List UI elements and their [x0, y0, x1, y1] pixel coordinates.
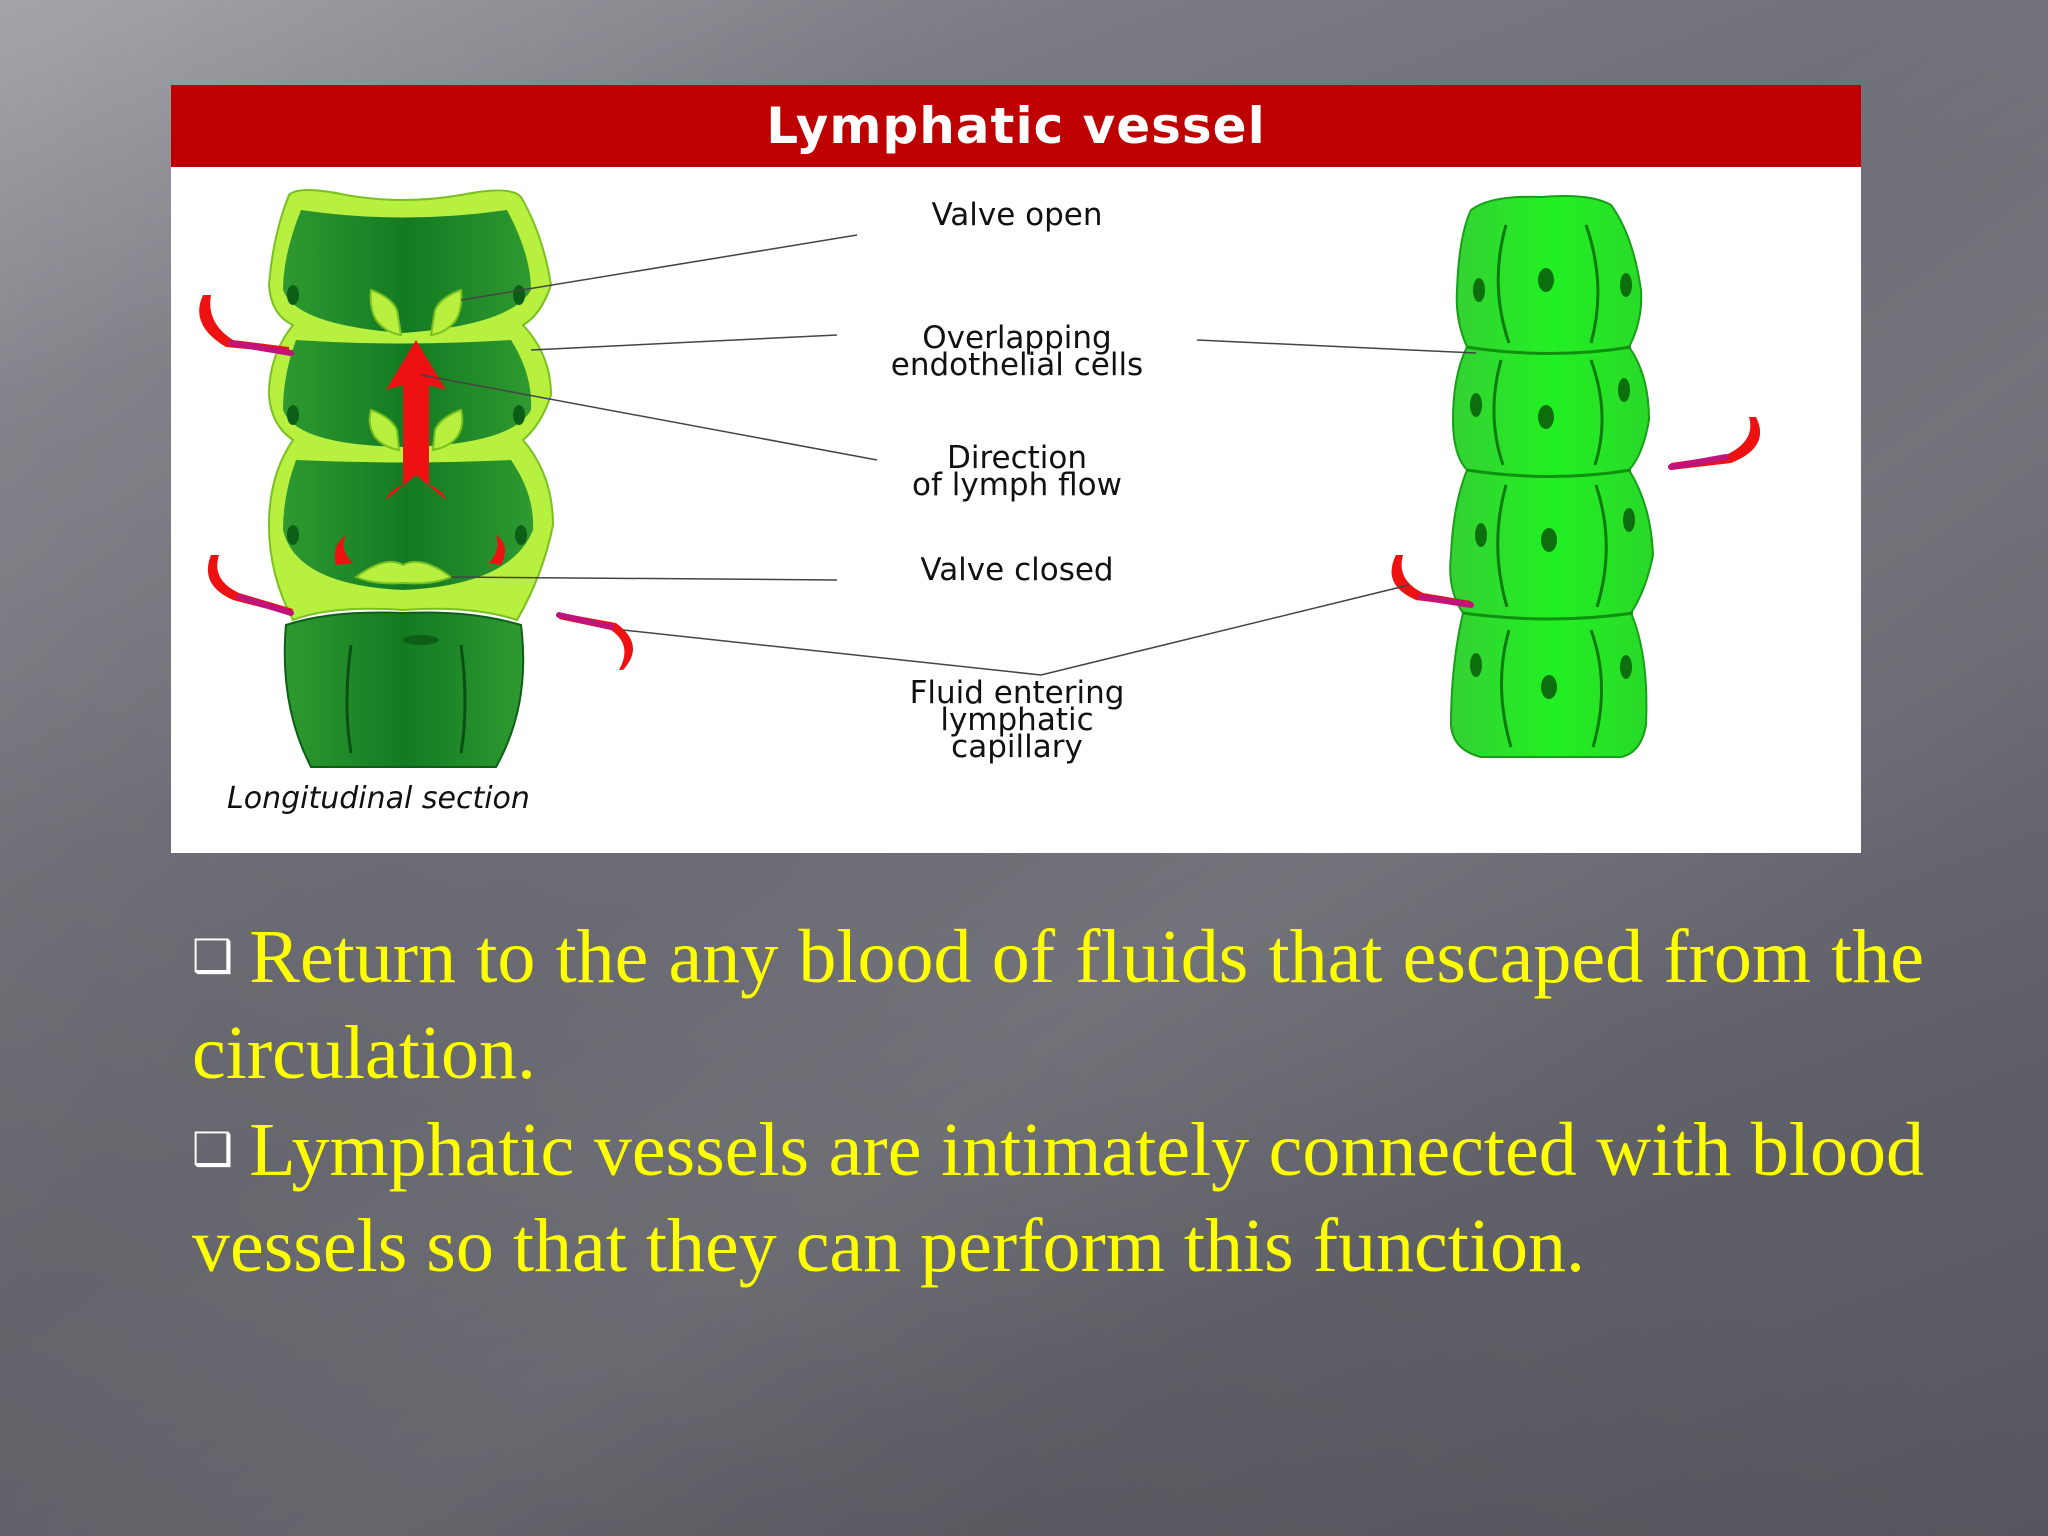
checkbox-bullet-icon: ❑ [192, 929, 234, 983]
figure-title-banner: Lymphatic vessel [171, 85, 1861, 167]
lymphatic-vessel-figure: Lymphatic vessel Valve open Overlapping … [171, 85, 1861, 853]
label-direction-of-lymph-flow: Direction of lymph flow [912, 440, 1122, 503]
figure-caption: Longitudinal section [227, 781, 530, 816]
longitudinal-section-vessel [199, 189, 633, 768]
bullet-item: ❑Lymphatic vessels are intimately connec… [192, 1101, 1924, 1294]
label-valve-closed: Valve closed [920, 552, 1114, 588]
label-fluid-entering-lymphatic-capillary: Fluid entering lymphatic capillary [909, 675, 1125, 765]
label-overlapping-endothelial-cells: Overlapping endothelial cells [890, 320, 1144, 383]
bullet-item: ❑Return to the any blood of fluids that … [192, 908, 1924, 1101]
bullet-list: ❑Return to the any blood of fluids that … [192, 908, 1924, 1294]
leader-lines [420, 234, 1477, 676]
lymphatic-vessel-illustration [199, 189, 1761, 768]
bullet-text: Lymphatic vessels are intimately connect… [192, 1108, 1924, 1288]
lymphatic-capillary-exterior [1391, 195, 1761, 758]
label-valve-open: Valve open [931, 197, 1103, 233]
checkbox-bullet-icon: ❑ [192, 1122, 234, 1176]
lymph-flow-arrow-icon [386, 340, 446, 500]
bullet-text: Return to the any blood of fluids that e… [192, 915, 1924, 1095]
figure-title: Lymphatic vessel [766, 97, 1266, 155]
